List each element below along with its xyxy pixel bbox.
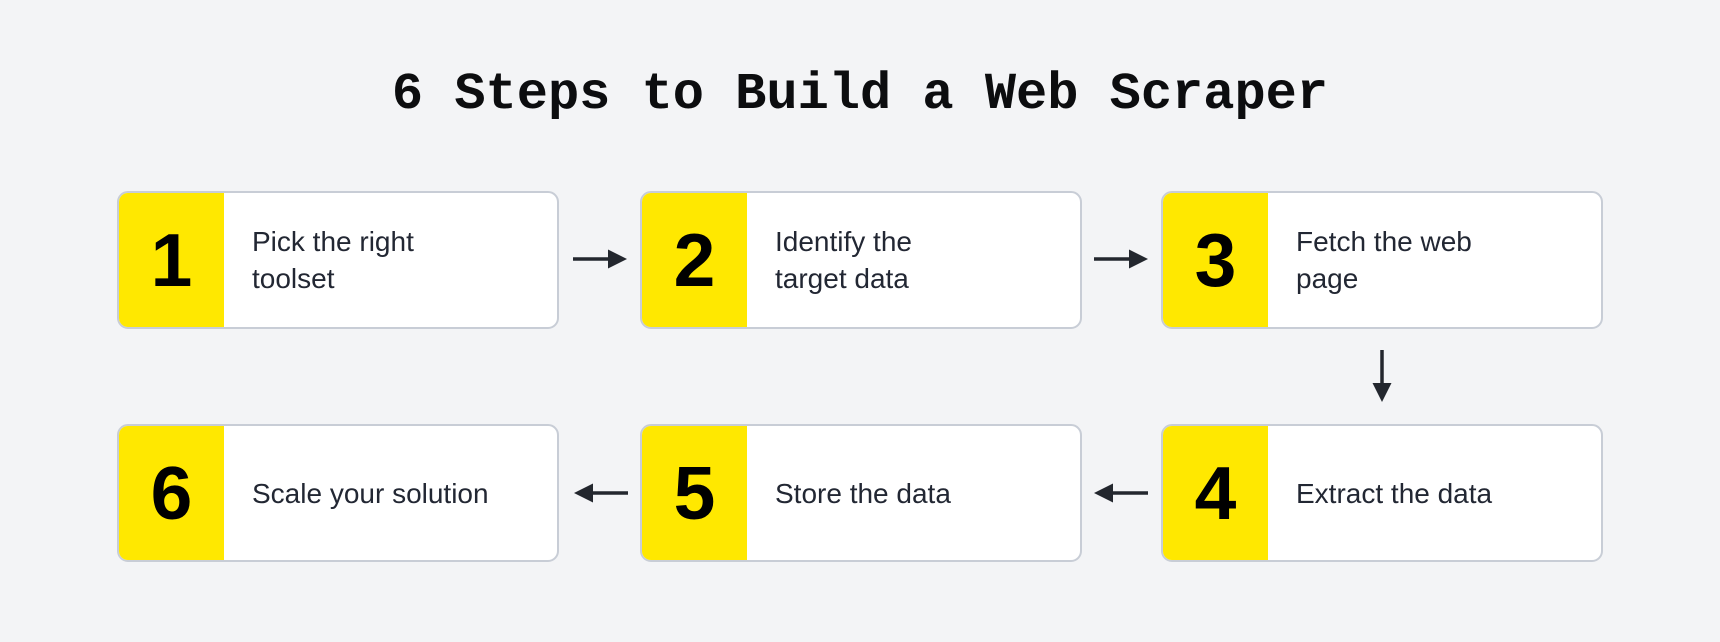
step-card-2: 2 Identify the target data (640, 191, 1082, 329)
arrow-right-icon (573, 249, 627, 269)
step-number: 5 (642, 426, 747, 560)
step-label: Extract the data (1296, 477, 1493, 509)
step-label: Store the data (775, 477, 951, 509)
step-card-4: 4 Extract the data (1161, 424, 1603, 562)
step-number: 6 (119, 426, 224, 560)
page-title: 6 Steps to Build a Web Scraper (391, 65, 1329, 124)
step-number: 3 (1163, 193, 1268, 327)
step-card-3: 3 Fetch the web page (1161, 191, 1603, 329)
arrow-left-icon (574, 483, 628, 503)
step-label: Pick the right toolset (252, 226, 414, 294)
arrow-right-icon (1094, 249, 1148, 269)
arrow-left-icon (1094, 483, 1148, 503)
arrow-down-icon (1372, 350, 1392, 402)
step-card-1: 1 Pick the right toolset (117, 191, 559, 329)
step-number: 2 (642, 193, 747, 327)
step-card-5: 5 Store the data (640, 424, 1082, 562)
step-label: Fetch the web page (1296, 226, 1472, 294)
step-label: Scale your solution (252, 477, 489, 509)
step-card-6: 6 Scale your solution (117, 424, 559, 562)
step-label: Identify the target data (775, 226, 912, 294)
step-number: 1 (119, 193, 224, 327)
step-number: 4 (1163, 426, 1268, 560)
